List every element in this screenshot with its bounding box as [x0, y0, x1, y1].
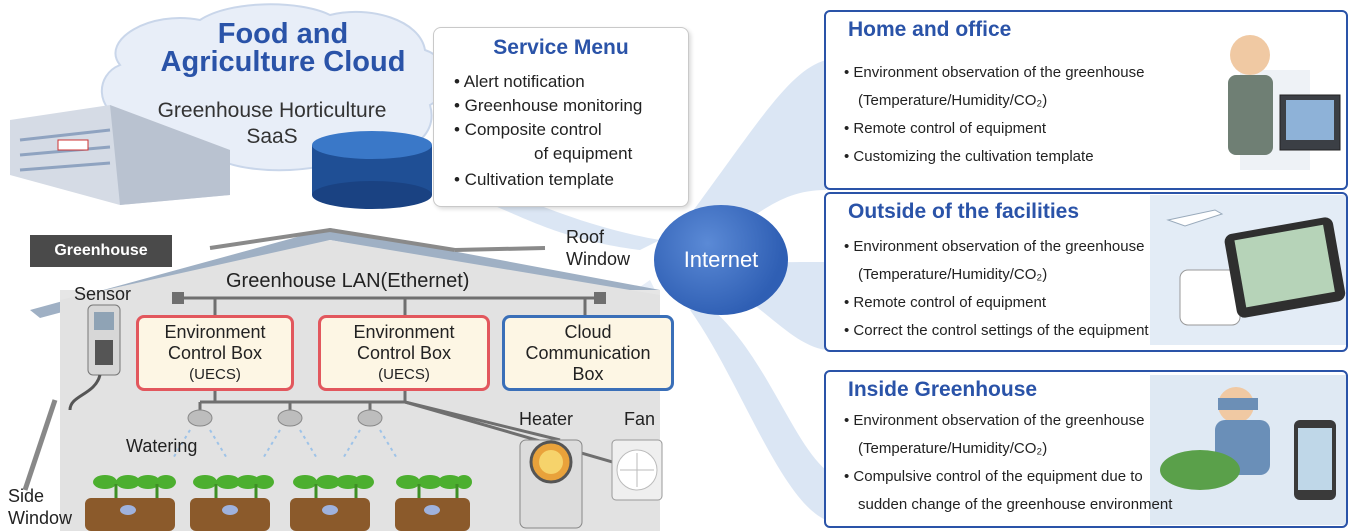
side-window-frame — [22, 399, 58, 491]
lan-label: Greenhouse LAN(Ethernet) — [226, 270, 470, 292]
side-window-label: Side Window — [8, 485, 72, 529]
menu-item: • Cultivation template — [454, 170, 614, 189]
side-window-line1: Side — [8, 486, 45, 506]
menu-item: • Composite control — [454, 120, 602, 139]
panel-line: • Environment observation of the greenho… — [844, 64, 1145, 81]
heater-label: Heater — [519, 409, 574, 429]
panel-line: • Remote control of equipment — [844, 294, 1047, 311]
sensor-label: Sensor — [74, 284, 132, 304]
internet-node: Internet — [654, 205, 788, 315]
box-line: (UECS) — [378, 366, 430, 383]
panel-line: (Temperature/Humidity/CO₂) — [858, 92, 1048, 109]
panel-title: Inside Greenhouse — [848, 378, 1038, 401]
greenhouse-roof — [30, 228, 660, 318]
watering-label: Watering — [126, 436, 198, 456]
side-window-line2: Window — [8, 508, 73, 528]
box-line: (UECS) — [189, 366, 241, 383]
panel-line: • Compulsive control of the equipment du… — [844, 468, 1143, 485]
box-line: Box — [572, 364, 604, 384]
environment-control-box-1: Environment Control Box (UECS) — [136, 315, 294, 391]
panel-title: Home and office — [848, 18, 1012, 41]
panel-line: • Environment observation of the greenho… — [844, 412, 1145, 429]
box-line: Communication — [525, 343, 651, 363]
tablet-airplane-illustration — [1150, 195, 1346, 345]
sprinkler-heads — [187, 409, 383, 427]
panel-line: (Temperature/Humidity/CO₂) — [858, 440, 1048, 457]
menu-item: • Greenhouse monitoring — [454, 96, 643, 115]
box-line: Environment — [353, 322, 455, 342]
panel-inside-greenhouse: Inside Greenhouse • Environment observat… — [824, 370, 1348, 528]
box-line: Environment — [164, 322, 266, 342]
box-line: Cloud — [564, 322, 612, 342]
roof-window-label: Roof Window — [566, 226, 630, 270]
cloud-title: Food and Agriculture Cloud — [118, 18, 448, 78]
heater-device — [519, 439, 583, 529]
environment-control-box-2: Environment Control Box (UECS) — [318, 315, 490, 391]
saas-line2: SaaS — [246, 125, 298, 148]
office-worker-illustration — [1228, 35, 1341, 170]
seedling-leaves — [93, 475, 472, 489]
roof-window-line1: Roof — [566, 227, 605, 247]
panel-line: • Customizing the cultivation template — [844, 148, 1094, 165]
panel-line: • Remote control of equipment — [844, 120, 1047, 137]
cloud-communication-box: Cloud Communication Box — [502, 315, 674, 391]
panel-line: • Environment observation of the greenho… — [844, 238, 1145, 255]
cloud-title-line2: Agriculture Cloud — [160, 46, 406, 78]
panel-outside-facilities: Outside of the facilities • Environment … — [824, 192, 1348, 352]
sensor-device — [68, 304, 121, 411]
panel-line: (Temperature/Humidity/CO₂) — [858, 266, 1048, 283]
panel-line: • Correct the control settings of the eq… — [844, 322, 1149, 339]
saas-line1: Greenhouse Horticulture — [157, 99, 387, 122]
menu-item: • Alert notification — [454, 72, 585, 91]
watering-drops — [171, 429, 399, 461]
saas-label: Greenhouse Horticulture SaaS — [132, 98, 412, 150]
fan-label: Fan — [624, 409, 656, 429]
menu-item: of equipment — [534, 144, 633, 163]
panel-home-office: Home and office • Environment observatio… — [824, 10, 1348, 190]
panel-line: sudden change of the greenhouse environm… — [858, 496, 1173, 513]
service-menu: Service Menu • Alert notification • Gree… — [433, 27, 689, 207]
box-line: Control Box — [356, 343, 452, 363]
fan-device — [611, 439, 663, 501]
greenhouse-label: Greenhouse — [30, 235, 172, 267]
roof-window-line2: Window — [566, 249, 631, 269]
database-cylinder — [312, 131, 432, 209]
farmer-phone-illustration — [1150, 375, 1346, 525]
panel-title: Outside of the facilities — [848, 200, 1080, 223]
service-menu-title: Service Menu — [493, 36, 629, 59]
cloud-title-line1: Food and — [217, 18, 349, 50]
box-line: Control Box — [167, 343, 263, 363]
